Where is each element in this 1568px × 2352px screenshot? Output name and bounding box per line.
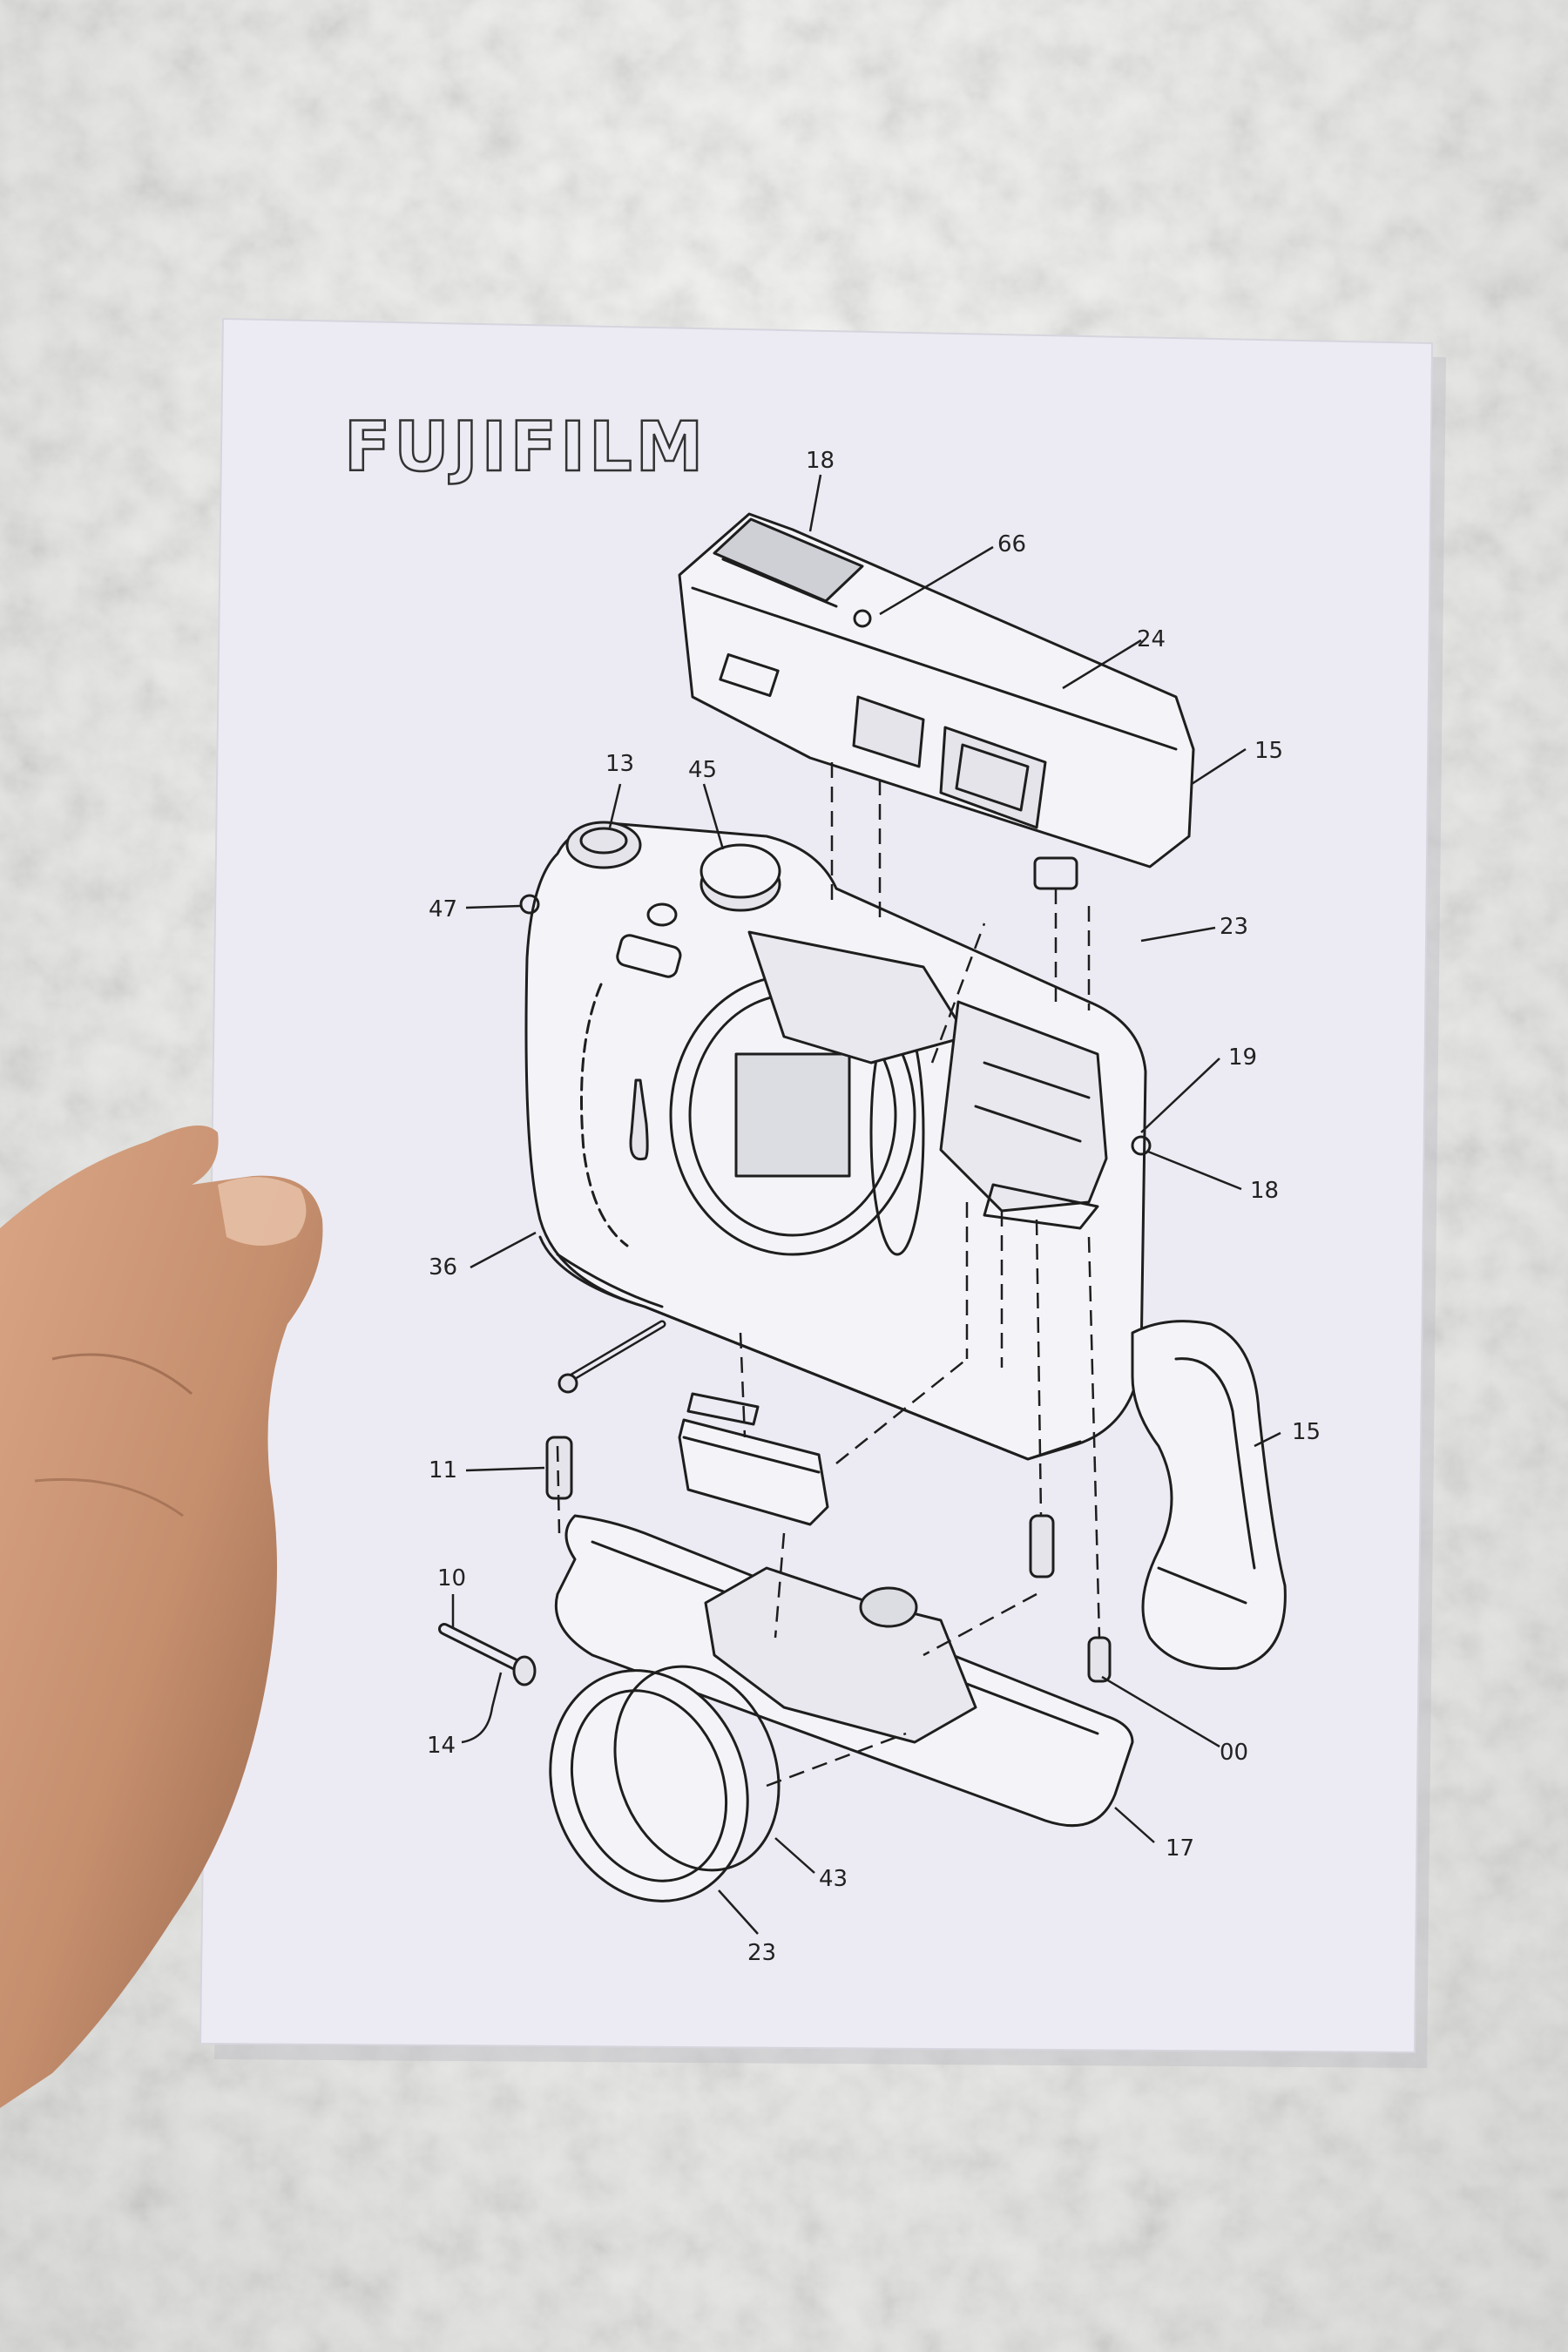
part-label: 15: [1292, 1419, 1321, 1445]
part-label: 00: [1220, 1740, 1248, 1766]
lens-ring: [549, 1665, 781, 1903]
part-label: 17: [1166, 1835, 1194, 1862]
part-label: 15: [1254, 738, 1283, 764]
part-label: 47: [429, 896, 457, 923]
part-label: 43: [819, 1866, 848, 1892]
part-label: 11: [429, 1457, 457, 1484]
fujifilm-logo: FUJIFILM: [344, 409, 706, 487]
screw: [438, 1623, 537, 1686]
battery-module: [678, 1392, 829, 1526]
part-label: 23: [747, 1940, 776, 1966]
part-label: 23: [1220, 914, 1248, 940]
part-label: 19: [1228, 1044, 1257, 1071]
part-label: 18: [806, 448, 835, 474]
viewfinder-top-unit: [678, 512, 1195, 890]
part-label: 36: [429, 1254, 457, 1281]
part-label: 14: [427, 1733, 456, 1759]
part-label: 10: [437, 1565, 466, 1592]
part-labels: 18 66 24 15 13 45 47 23 19 18 36 15 11 1…: [427, 448, 1321, 1966]
hand-grip: [1131, 1320, 1287, 1671]
part-label: 24: [1137, 626, 1166, 652]
part-label: 18: [1250, 1178, 1279, 1204]
camera-body: [519, 821, 1152, 1461]
part-label: 66: [997, 531, 1026, 558]
part-label: 13: [605, 751, 634, 777]
part-label: 45: [688, 757, 717, 783]
bottom-plate: [554, 1514, 1134, 1828]
